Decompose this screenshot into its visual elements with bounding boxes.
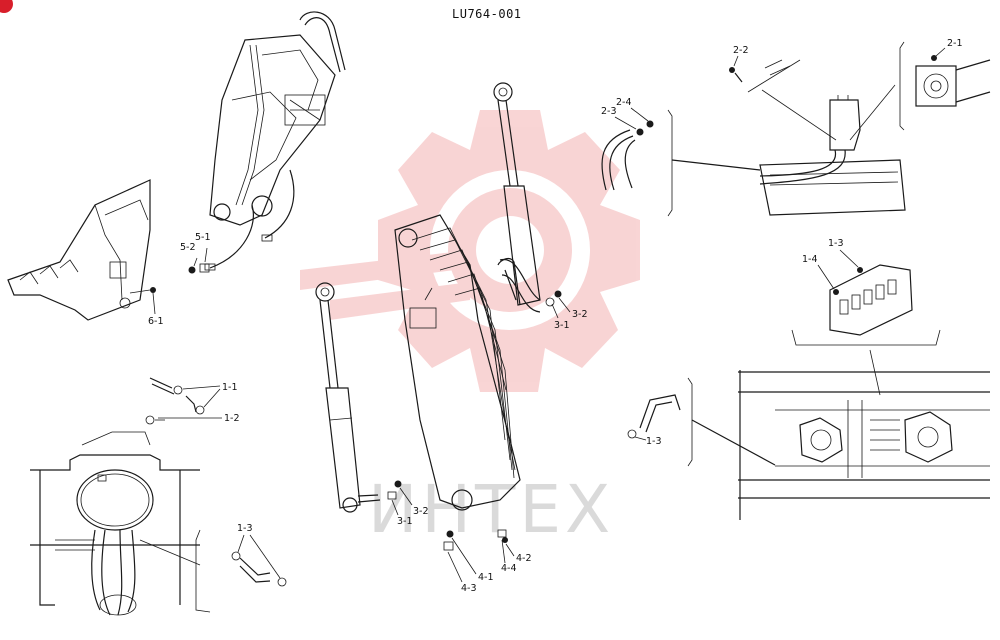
leader-2-2 [747, 59, 801, 93]
label-3-1-upper: 3-1 [554, 320, 570, 331]
leader-1-3-right [691, 419, 776, 466]
label-4-1: 4-1 [478, 572, 494, 583]
watermark-gear-logo [300, 110, 640, 392]
control-valve-view [791, 249, 941, 346]
fittings-4 [443, 529, 515, 583]
fittings-3-left-upper [551, 290, 571, 319]
bracket-2 [667, 109, 673, 217]
leader-2 [671, 159, 761, 171]
label-2-4: 2-4 [616, 97, 632, 108]
watermark-text: ИНТЕХ [368, 471, 614, 548]
label-4-4: 4-4 [501, 563, 517, 574]
label-2-2: 2-2 [733, 45, 749, 56]
boom-upper-view [204, 11, 346, 271]
fitting-2-1 [915, 47, 991, 107]
label-3-2-upper: 3-2 [572, 309, 588, 320]
swing-joint-view [759, 84, 906, 216]
drawing-number: LU764-001 [452, 7, 522, 21]
label-1-4: 1-4 [802, 254, 818, 265]
fittings-2-3-2-4 [601, 107, 654, 191]
label-4-3: 4-3 [461, 583, 477, 594]
label-5-2: 5-2 [180, 242, 196, 253]
label-3-2-lower: 3-2 [413, 506, 429, 517]
label-1-3-right: 1-3 [646, 436, 662, 447]
bucket-view [7, 179, 156, 321]
base-hose-routing [30, 431, 201, 616]
boom-main [394, 214, 521, 511]
label-1-2: 1-2 [224, 413, 240, 424]
boom-cylinder [315, 282, 381, 513]
fitting-2-2 [729, 55, 791, 83]
bracket-2-1 [899, 41, 905, 131]
label-2-3: 2-3 [601, 106, 617, 117]
label-6-1: 6-1 [148, 316, 164, 327]
frame-view [738, 349, 990, 520]
corner-marker-icon [0, 0, 13, 13]
bracket-1-3-right [687, 377, 693, 467]
label-1-3-upper: 1-3 [828, 238, 844, 249]
fittings-1-3-left [231, 534, 287, 587]
bracket-left-lower [195, 529, 211, 613]
label-1-1: 1-1 [222, 382, 238, 393]
label-1-3-left: 1-3 [237, 523, 253, 534]
arm-cylinder [493, 82, 555, 313]
fittings-1-1-1-2 [145, 377, 222, 425]
label-4-2: 4-2 [516, 553, 532, 564]
fitting-5 [188, 247, 210, 274]
fitting-1-3-right [627, 394, 681, 441]
fittings-3-lower [387, 480, 413, 516]
label-2-1: 2-1 [947, 38, 963, 49]
label-3-1-lower: 3-1 [397, 516, 413, 527]
label-5-1: 5-1 [195, 232, 211, 243]
